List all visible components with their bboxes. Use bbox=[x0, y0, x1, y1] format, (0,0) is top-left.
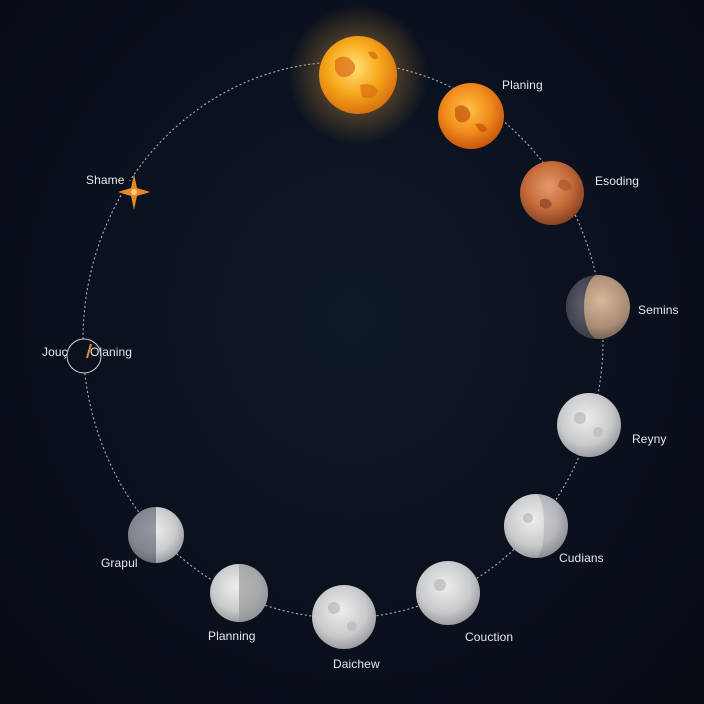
label-planning: Planning bbox=[208, 629, 256, 643]
waning-moon-semins bbox=[566, 275, 630, 339]
label-cudians: Cudians bbox=[559, 551, 604, 565]
label-semins: Semins bbox=[638, 303, 679, 317]
label-reyny: Reyny bbox=[632, 432, 667, 446]
ember-moon-esoding bbox=[520, 161, 584, 225]
label-olaning: Olaning bbox=[90, 345, 133, 359]
label-shame: Shame bbox=[86, 173, 125, 187]
label-daichew: Daichew bbox=[333, 657, 380, 671]
full-moon-couction bbox=[416, 561, 480, 625]
label-jouc: Jouç bbox=[42, 345, 68, 359]
orbit-ring bbox=[82, 61, 604, 619]
full-moon-reyny bbox=[557, 393, 621, 457]
full-moon-daichew bbox=[312, 585, 376, 649]
half-moon-grapul bbox=[128, 507, 184, 563]
fire-moon-top bbox=[288, 5, 428, 145]
label-planing: Planing bbox=[502, 78, 543, 92]
new-moon-ring bbox=[66, 338, 102, 374]
half-moon-planning bbox=[210, 564, 268, 622]
label-esoding: Esoding bbox=[595, 174, 640, 188]
label-grapul: Grapul bbox=[101, 556, 138, 570]
label-couction: Couction bbox=[465, 630, 514, 644]
star-icon bbox=[118, 174, 150, 210]
half-moon-cudians bbox=[504, 494, 568, 558]
fire-moon-planing bbox=[438, 83, 504, 149]
